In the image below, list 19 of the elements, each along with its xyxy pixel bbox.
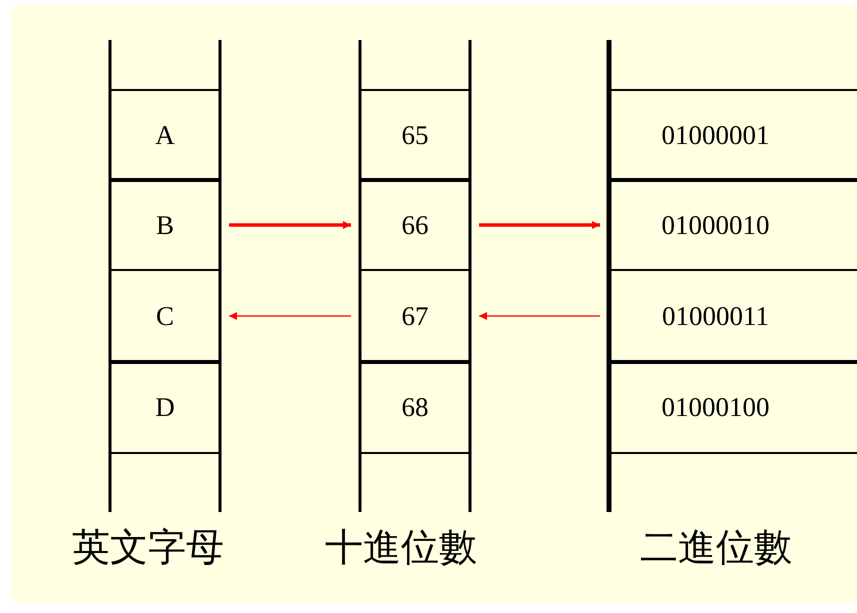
- cell-text: 01000010: [662, 210, 770, 240]
- column-label: 十進位數: [325, 524, 477, 571]
- arrow: [229, 312, 351, 320]
- cell-text: B: [156, 210, 174, 240]
- cell-text: 66: [402, 210, 428, 240]
- cell-text: C: [156, 300, 174, 332]
- arrow: [479, 312, 600, 320]
- cell-text: 68: [402, 392, 428, 423]
- cell-text: 01000011: [662, 300, 769, 332]
- arrow: [479, 221, 600, 229]
- cell-text: 67: [402, 300, 428, 332]
- cell-text: 01000001: [662, 120, 770, 150]
- cell-text: D: [155, 392, 175, 423]
- column-label: 英文字母: [72, 524, 224, 571]
- cell-text: A: [155, 120, 175, 150]
- column-label: 二進位數: [640, 524, 792, 571]
- arrow: [229, 221, 351, 229]
- cell-text: 65: [402, 120, 428, 150]
- cell-text: 01000100: [662, 392, 770, 423]
